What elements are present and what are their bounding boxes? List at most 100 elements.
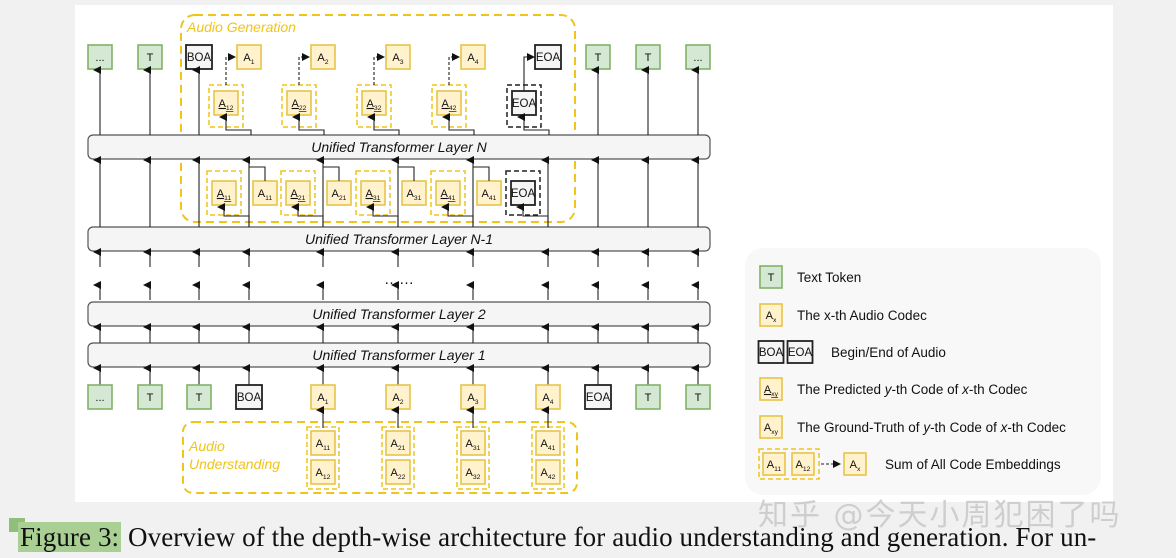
legend-item-label: Sum of All Code Embeddings <box>885 457 1061 472</box>
output-token-audio-label: A3 <box>392 52 403 66</box>
legend-item: T Text Token <box>759 265 861 289</box>
token-label-main: A <box>764 422 772 434</box>
token-label-main: A <box>542 392 550 404</box>
token-label-sub: 21 <box>398 445 406 452</box>
token-label-sub: 12 <box>323 474 331 481</box>
legend-sum-code-icon-box <box>762 452 786 476</box>
token-label-main: EOA <box>788 347 813 359</box>
input-token-audio-label: A3 <box>467 392 478 406</box>
predicted-eoa-token-box <box>511 90 537 116</box>
token-label-sub: x <box>773 317 777 324</box>
depth-ground-truth-token: A11 <box>252 180 278 206</box>
transformer-layer-label: Unified Transformer Layer 1 <box>312 347 485 363</box>
depth-ground-truth-token-box <box>476 180 502 206</box>
token-label-main: A <box>441 188 449 200</box>
token-label-main: BOA <box>237 392 262 404</box>
legend-item-label: Text Token <box>797 270 861 285</box>
input-token-audio-box <box>310 384 336 410</box>
token-label-main: T <box>147 52 154 64</box>
legend-sum-code-icon: A12 <box>791 452 815 476</box>
token-label-main: T <box>595 52 602 64</box>
token-label-main: A <box>541 438 549 450</box>
token-label-sub: 31 <box>473 445 481 452</box>
input-token-text: T <box>137 384 163 410</box>
token-label-main: T <box>196 392 203 404</box>
token-label-main: ... <box>95 52 104 64</box>
predicted-eoa-token: EOA <box>511 90 537 116</box>
token-label-sub: 32 <box>473 474 481 481</box>
connector-layerN1-to-predicted <box>516 203 549 227</box>
output-token-audio-label: A2 <box>317 52 328 66</box>
connector-layerN-to-predicted <box>367 113 400 135</box>
token-label-sub: 12 <box>226 105 234 112</box>
figure-caption: Figure 3: Overview of the depth-wise arc… <box>18 522 1096 553</box>
connector-layerN-to-predicted <box>442 113 475 135</box>
input-token-text-box <box>635 384 661 410</box>
legend-item-label: The Predicted y-th Code of x-th Codec <box>797 382 1028 397</box>
token-label-main: A <box>767 459 775 471</box>
output-token-text-label: T <box>595 52 602 64</box>
depth-ground-truth-token-label: A41 <box>482 188 497 202</box>
understanding-code-token: A22 <box>385 459 411 485</box>
token-label-sub: 3 <box>400 59 404 66</box>
arrow-to-output-eoa <box>523 53 535 91</box>
input-token-audio: A2 <box>385 384 411 410</box>
understanding-code-token-label: A11 <box>316 438 331 452</box>
understanding-code-token: A31 <box>460 430 486 456</box>
audio-understanding-label-line2: Understanding <box>189 456 280 472</box>
token-label-main: A <box>316 438 324 450</box>
input-token-text-box <box>685 384 711 410</box>
legend-item-label: Begin/End of Audio <box>831 345 946 360</box>
token-label-main: A <box>367 98 375 110</box>
legend-predicted-code-icon-box <box>759 377 783 401</box>
output-token-text-box <box>87 44 113 70</box>
transformer-layer-box <box>87 301 711 327</box>
token-label-sub: 11 <box>323 445 330 452</box>
legend-label-part: -th Code of <box>930 420 1001 435</box>
caption-text: Overview of the depth-wise architecture … <box>121 522 1097 552</box>
token-label-main: T <box>695 392 702 404</box>
connector-layerN-to-predicted <box>219 113 252 135</box>
transformer-layer-label: Unified Transformer Layer N-1 <box>305 231 493 247</box>
watermark: 知乎 @今天小周犯困了吗 <box>758 498 1122 533</box>
token-label-sub: xy <box>771 391 778 398</box>
depth-eoa-token: EOA <box>510 180 536 206</box>
token-label-sub: 2 <box>400 399 404 406</box>
understanding-code-token-label: A12 <box>316 467 331 481</box>
token-label-main: A <box>467 52 475 64</box>
understanding-code-token-box <box>310 430 336 456</box>
input-token-text-label: T <box>147 392 154 404</box>
token-label-main: A <box>316 467 324 479</box>
token-label-sub: 3 <box>475 399 479 406</box>
token-label-main: A <box>332 188 340 200</box>
legend-label-part: The Ground-Truth of <box>797 420 923 435</box>
token-label-main: A <box>317 52 325 64</box>
token-label-main: T <box>768 272 775 284</box>
predicted-code-token: A12 <box>213 90 239 116</box>
understanding-code-token-label: A31 <box>466 438 481 452</box>
token-label-sub: 2 <box>325 59 329 66</box>
legend-label-part: The Predicted <box>797 382 885 397</box>
depth-predicted-token-label: A31 <box>366 188 381 202</box>
token-label-sub: 32 <box>374 105 382 112</box>
token-label-main: A <box>796 459 804 471</box>
eoa-depth-group-border <box>505 170 541 216</box>
sum-arrow-to-output <box>225 53 236 85</box>
audio-generation-group: Audio Generation <box>180 14 576 223</box>
transformer-layer: Unified Transformer Layer N-1 <box>87 226 711 252</box>
input-token-audio-label: A4 <box>542 392 553 406</box>
understanding-code-token-box <box>535 430 561 456</box>
token-label-main: T <box>645 52 652 64</box>
legend-item-label: The Ground-Truth of y-th Code of x-th Co… <box>797 420 1066 435</box>
input-token-text-label: T <box>196 392 203 404</box>
token-label-sub: 21 <box>298 195 306 202</box>
output-token-special: EOA <box>534 44 562 70</box>
input-token-special-box <box>584 384 612 410</box>
depth-predicted-token: A31 <box>360 180 386 206</box>
token-label-main: A <box>217 188 225 200</box>
token-label-main: A <box>466 438 474 450</box>
legend-boa-icon-box <box>757 340 785 364</box>
output-token-audio: A3 <box>385 44 411 70</box>
